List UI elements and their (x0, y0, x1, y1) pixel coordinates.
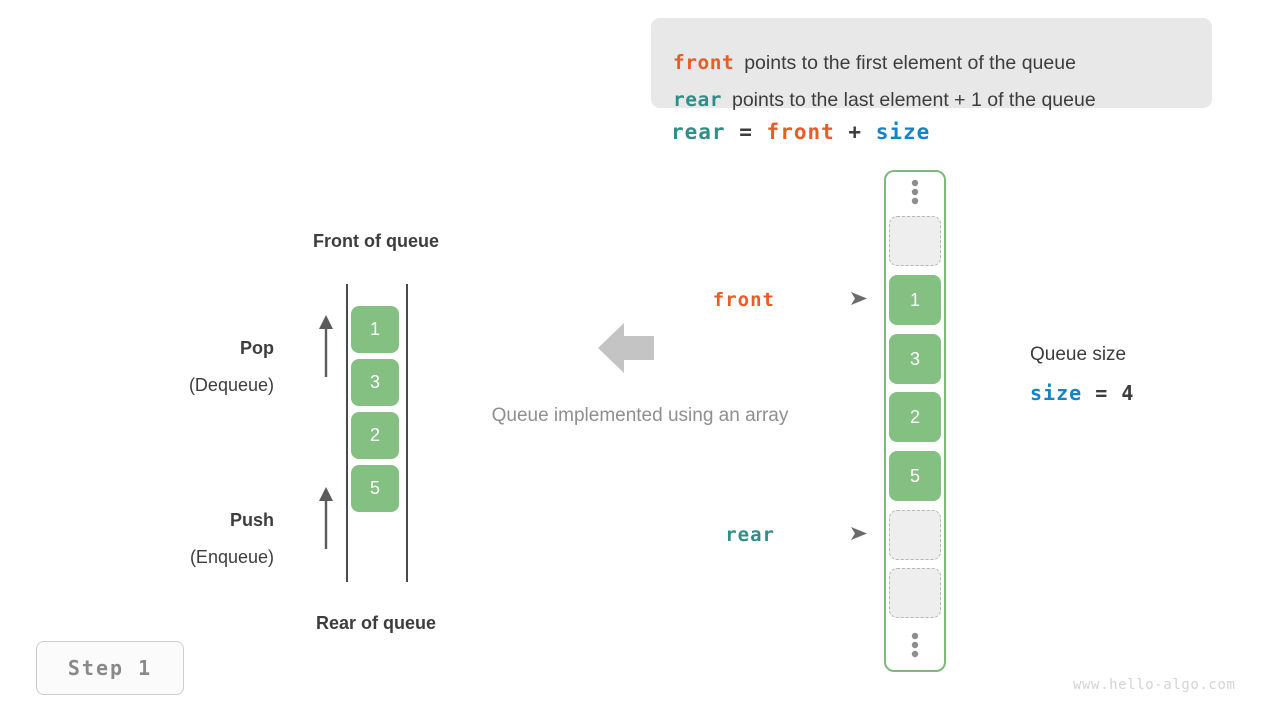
queue-size-number: 4 (1121, 381, 1135, 405)
queue-rail-right (406, 284, 408, 582)
watermark: www.hello-algo.com (1073, 677, 1236, 693)
legend-keyword-rear: rear (673, 88, 722, 111)
queue-cell: 2 (351, 412, 399, 459)
queue-cell: 5 (351, 465, 399, 512)
push-operation-label: Push (229, 510, 274, 530)
left-arrow-icon (598, 323, 654, 373)
front-pointer-arrow-icon (851, 292, 867, 305)
array-cell-filled: 5 (889, 451, 941, 501)
rear-of-queue-label: Rear of queue (315, 613, 437, 633)
front-pointer-label: front (712, 289, 775, 311)
push-up-arrow-icon (317, 487, 335, 549)
queue-size-value: size = 4 (1030, 381, 1134, 405)
legend-box: front points to the first element of the … (651, 18, 1212, 111)
array-cell-empty (889, 510, 941, 560)
vertical-ellipsis-icon-top (908, 179, 922, 205)
formula-rhs-size: size (875, 120, 931, 144)
array-frame (884, 170, 946, 672)
queue-size-equals: = (1095, 381, 1109, 405)
pop-operation-label: Pop (240, 338, 274, 358)
vertical-ellipsis-icon-bottom (908, 632, 922, 658)
pop-up-arrow-icon (317, 315, 335, 377)
step-badge-label: Step 1 (67, 656, 153, 680)
legend-line-front: front points to the first element of the … (673, 51, 1076, 75)
push-operation-sublabel: (Enqueue) (189, 547, 274, 567)
array-cell-filled: 1 (889, 275, 941, 325)
formula-rear-equals-front-plus-size: rear = front + size (671, 120, 930, 144)
formula-plus: + (848, 120, 863, 144)
queue-size-keyword: size (1030, 381, 1083, 405)
rear-pointer-label: rear (725, 524, 775, 546)
legend-keyword-front: front (673, 51, 735, 74)
queue-size-title: Queue size (1030, 344, 1127, 365)
center-caption: Queue implemented using an array (491, 405, 789, 426)
formula-equals: = (739, 120, 753, 144)
queue-rail-left (346, 284, 348, 582)
formula-rhs-front: front (766, 120, 835, 144)
queue-cell: 3 (351, 359, 399, 406)
array-cell-empty (889, 216, 941, 266)
step-badge: Step 1 (36, 641, 184, 695)
legend-text-rear: points to the last element + 1 of the qu… (731, 89, 1096, 111)
formula-lhs: rear (671, 120, 726, 144)
pop-operation-sublabel: (Dequeue) (188, 375, 274, 395)
legend-line-rear: rear points to the last element + 1 of th… (673, 88, 1096, 112)
array-cell-filled: 2 (889, 392, 941, 442)
legend-text-front: points to the first element of the queue (744, 52, 1076, 74)
rear-pointer-arrow-icon (851, 527, 867, 540)
queue-cell: 1 (351, 306, 399, 353)
front-of-queue-label: Front of queue (313, 231, 439, 251)
array-cell-filled: 3 (889, 334, 941, 384)
array-cell-empty (889, 568, 941, 618)
